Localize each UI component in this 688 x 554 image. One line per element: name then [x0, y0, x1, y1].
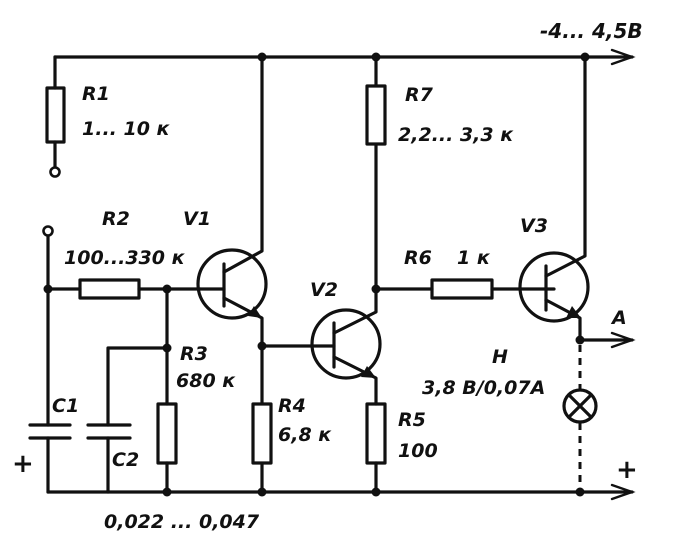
bottom-rail: [46, 483, 636, 501]
input-terminal: [42, 225, 54, 237]
resistor-r7: [365, 84, 387, 146]
rail-plus-sign: +: [616, 455, 638, 485]
capacitor-c1: [28, 423, 72, 494]
capacitor-value: 0,022 ... 0,047: [104, 511, 260, 533]
lamp-value: 3,8 В/0,07А: [422, 377, 545, 399]
r3-value: 680 к: [176, 370, 236, 392]
resistor-r6: [374, 278, 556, 300]
resistor-r2: [78, 278, 141, 300]
resistor-r4: [251, 402, 273, 497]
r3-ref: R3: [180, 343, 208, 365]
r7-value: 2,2... 3,3 к: [398, 124, 514, 146]
c1-label: C1: [52, 395, 79, 417]
transistor-v2: [260, 52, 382, 406]
r4-value: 6,8 к: [278, 424, 332, 446]
r1-value: 1... 10 к: [82, 118, 171, 140]
v2-label: V2: [310, 279, 338, 301]
r5-ref: R5: [398, 409, 426, 431]
resistor-r5: [365, 402, 387, 497]
v3-label: V3: [520, 215, 548, 237]
r1-ref: R1: [82, 83, 110, 105]
r2-ref: R2: [102, 208, 130, 230]
r7-ref: R7: [405, 84, 434, 106]
resistor-r3: [156, 287, 178, 497]
resistor-r1: [45, 55, 66, 178]
input-network: [42, 225, 202, 427]
r6-ref: R6: [404, 247, 432, 269]
r1-terminal: [49, 166, 61, 178]
c1-plus-sign: +: [12, 449, 34, 479]
output-label: A: [610, 307, 627, 329]
output-a: [575, 331, 636, 349]
r6-value: 1 к: [457, 247, 491, 269]
transistor-v3: [518, 52, 590, 342]
lamp-ref: H: [492, 346, 508, 368]
lamp-h: [562, 345, 598, 497]
r4-ref: R4: [278, 395, 306, 417]
c2-label: C2: [112, 449, 139, 471]
r5-value: 100: [398, 440, 438, 462]
v1-label: V1: [183, 208, 211, 230]
supply-label: -4... 4,5В: [540, 19, 643, 43]
top-rail: [53, 48, 636, 66]
r2-value: 100...330 к: [64, 247, 186, 269]
capacitor-c2: [86, 346, 169, 494]
